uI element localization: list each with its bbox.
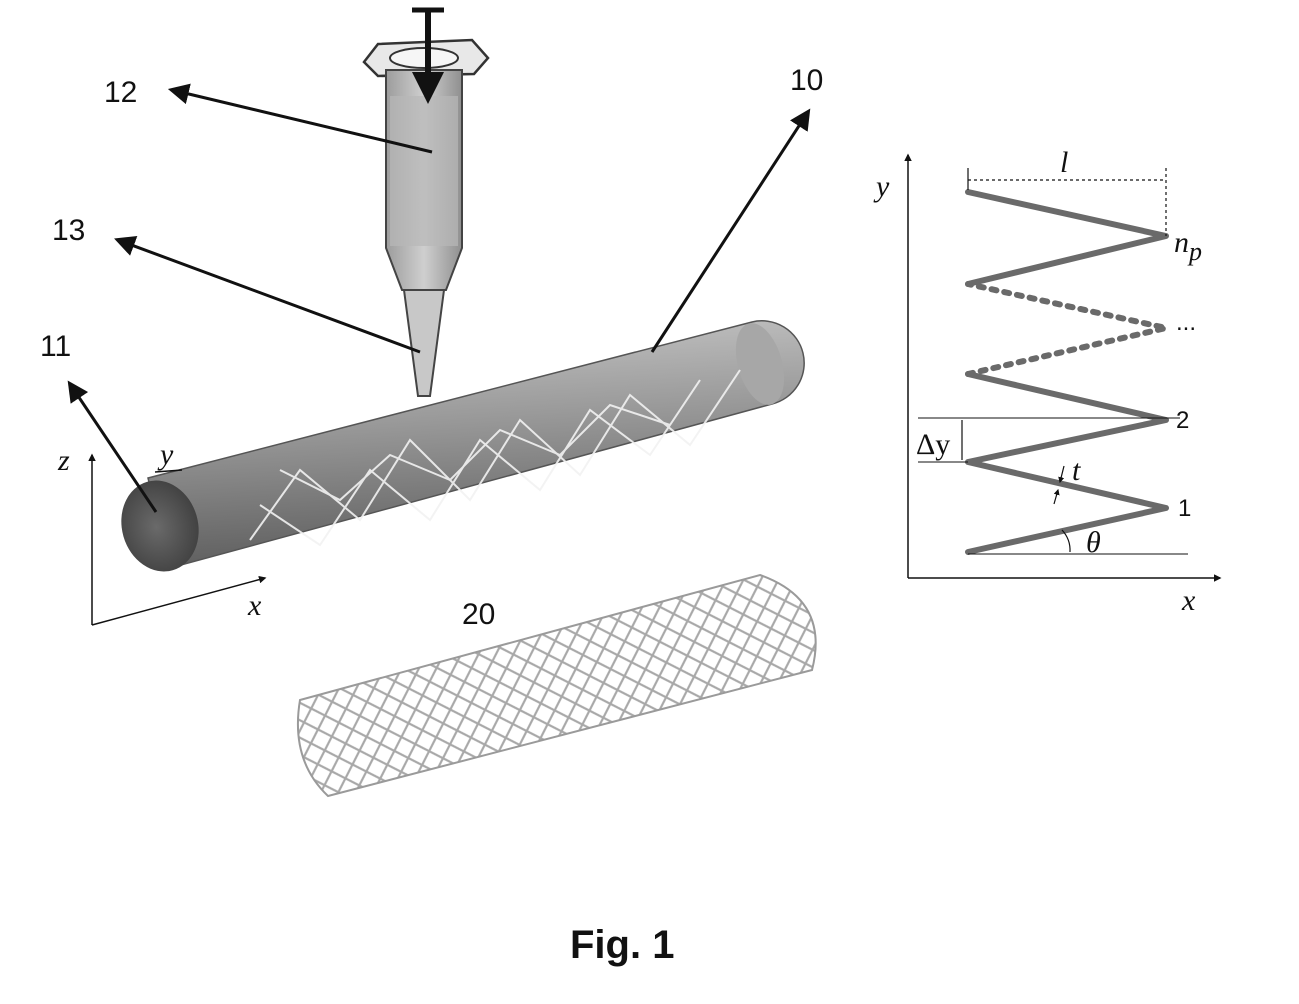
wave-ellipsis-label: ... bbox=[1176, 309, 1196, 336]
mandrel-rod bbox=[111, 318, 804, 581]
wave-pass-2-label: 2 bbox=[1176, 407, 1189, 434]
axis-x-label: x bbox=[247, 589, 262, 622]
wave-axis-y-label: y bbox=[873, 170, 890, 203]
ref-numeral-20: 20 bbox=[462, 598, 495, 631]
axis-y-label: y bbox=[157, 438, 174, 471]
wave-pass-1-label: 1 bbox=[1178, 495, 1191, 522]
zigzag-schematic: l Δy t θ 1 2 ... np y x bbox=[873, 146, 1220, 617]
leader-10 bbox=[652, 112, 808, 352]
wave-axis-x-label: x bbox=[1181, 584, 1196, 617]
wave-np-sub: p bbox=[1187, 237, 1202, 266]
axis-x-line bbox=[92, 578, 265, 625]
ref-numeral-13: 13 bbox=[52, 214, 85, 247]
wave-l-label: l bbox=[1060, 146, 1068, 179]
zigzag-path bbox=[968, 192, 1166, 552]
leader-11 bbox=[70, 384, 156, 512]
syringe-nozzle bbox=[404, 290, 444, 396]
ref-numeral-12: 12 bbox=[104, 76, 137, 109]
stent-mesh-tube bbox=[298, 575, 816, 796]
wave-t-label: t bbox=[1072, 454, 1081, 487]
axis-z-label: z bbox=[57, 444, 70, 477]
wave-np-n: n bbox=[1174, 226, 1189, 259]
wave-np-label: np bbox=[1174, 226, 1202, 266]
ref-numeral-11: 11 bbox=[40, 330, 71, 363]
wave-dy-label: Δy bbox=[916, 428, 950, 461]
zigzag-path-dotted bbox=[968, 284, 1166, 374]
leader-13 bbox=[118, 240, 420, 352]
ref-numeral-10: 10 bbox=[790, 64, 823, 97]
wave-theta-label: θ bbox=[1086, 526, 1101, 559]
figure-caption: Fig. 1 bbox=[570, 923, 674, 967]
